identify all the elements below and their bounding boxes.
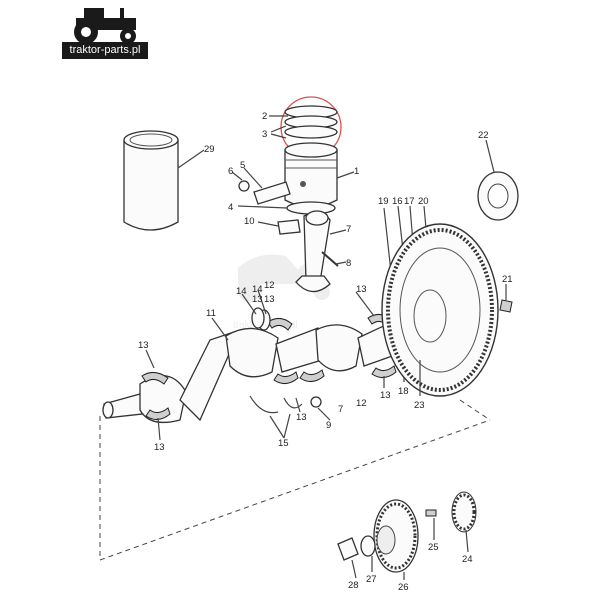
callout-10: 10: [244, 216, 255, 227]
callout-13-upper-right: 13: [356, 284, 367, 295]
flywheel: [381, 223, 499, 397]
callout-16: 16: [392, 196, 403, 207]
callout-13-middle: 13: [296, 412, 307, 423]
callout-23: 23: [414, 400, 425, 411]
cylinder-liner: [123, 130, 205, 231]
callout-3: 3: [262, 129, 267, 140]
callout-13-bottom: 13: [154, 442, 165, 453]
callout-13-upper-mid: 13: [264, 294, 275, 305]
callout-5: 5: [240, 160, 245, 171]
callout-20: 20: [418, 196, 429, 207]
flywheel-plate: [477, 139, 519, 313]
callout-27: 27: [366, 574, 377, 585]
callout-26: 26: [398, 582, 409, 593]
piston-assembly: [237, 96, 355, 215]
callout-12-upper: 12: [264, 280, 275, 291]
callout-22: 22: [478, 130, 489, 141]
callout-15: 15: [278, 438, 289, 449]
callout-29: 29: [204, 144, 215, 155]
callout-21: 21: [502, 274, 513, 285]
crank-gear-assembly: [337, 491, 477, 580]
bearing-shells: [141, 289, 397, 441]
callout-13-right: 13: [380, 390, 391, 401]
callout-13-front: 13: [138, 340, 149, 351]
callout-14-left: 14: [236, 286, 247, 297]
callout-4: 4: [228, 202, 233, 213]
callout-11: 11: [206, 308, 216, 319]
callout-19: 19: [378, 196, 389, 207]
callout-14-right: 14: [252, 284, 263, 295]
callout-13-upper-left: 13: [252, 294, 263, 305]
callout-7-upper: 7: [346, 224, 351, 235]
callout-28: 28: [348, 580, 359, 591]
callout-1: 1: [354, 166, 359, 177]
callout-24: 24: [462, 554, 473, 565]
callout-18: 18: [398, 386, 409, 397]
site-logo[interactable]: [62, 6, 148, 62]
tractor-icon: [74, 8, 136, 44]
callout-2: 2: [262, 111, 267, 122]
callout-7-lower: 7: [338, 404, 343, 415]
callout-9: 9: [326, 420, 331, 431]
callout-labels: 2 3 1 29 6 5 4 10 7 8 14 12 13 14 13 11 …: [138, 111, 513, 593]
crankshaft: [102, 316, 419, 424]
small-end-bush: [257, 219, 301, 235]
reference-lines: [99, 399, 491, 561]
callout-8: 8: [346, 258, 351, 269]
connecting-rod: [295, 210, 347, 293]
gudgeon-pin: [231, 167, 291, 205]
callout-25: 25: [428, 542, 439, 553]
callout-12-lower: 12: [356, 398, 367, 409]
callout-17: 17: [404, 196, 415, 207]
callout-6: 6: [228, 166, 233, 177]
logo-text: traktor-parts.pl: [62, 42, 148, 59]
